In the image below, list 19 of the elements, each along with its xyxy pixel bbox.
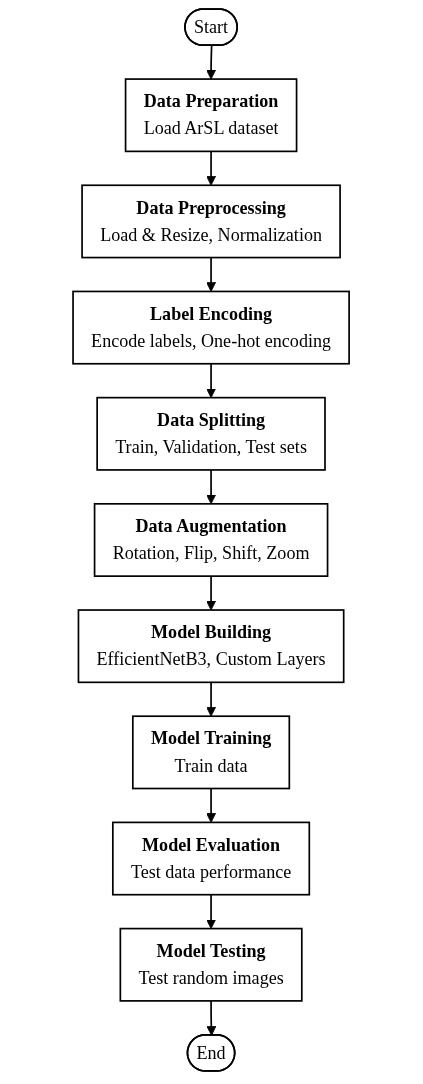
node-box: Model Evaluation Test data performance xyxy=(112,821,311,896)
node-box: Model Building EfficientNetB3, Custom Layers xyxy=(78,609,345,684)
arrow xyxy=(206,575,217,611)
arrow xyxy=(206,787,217,823)
node-box: Data Preprocessing Load & Resize, Normalization xyxy=(81,184,342,259)
node-box: Data Preparation Load ArSL dataset xyxy=(125,78,298,153)
arrow xyxy=(206,150,217,186)
node-box: Data Augmentation Rotation, Flip, Shift, Zoom xyxy=(94,503,329,577)
arrow xyxy=(206,469,217,505)
arrow xyxy=(206,44,217,80)
arrow xyxy=(206,256,217,292)
arrow xyxy=(206,1000,217,1036)
arrow xyxy=(206,893,217,930)
arrow xyxy=(206,681,217,717)
arrow xyxy=(206,362,217,399)
node-box: Data Splitting Train, Validation, Test sets xyxy=(96,396,327,471)
node-box: Label Encoding Encode labels, One-hot encoding xyxy=(72,290,351,365)
node-box: Model Training Train data xyxy=(132,715,291,790)
node-box: Model Testing Test random images xyxy=(119,927,304,1002)
